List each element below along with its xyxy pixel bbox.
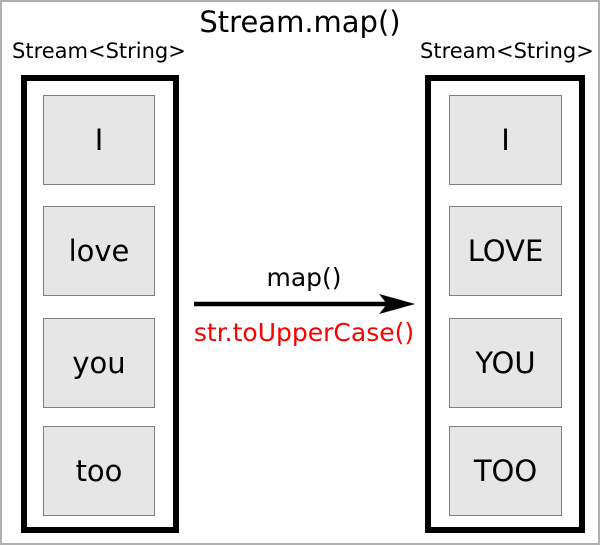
stream-element-box: too bbox=[43, 426, 155, 516]
stream-element-box: LOVE bbox=[449, 206, 562, 296]
left-stream-container: I love you too bbox=[21, 75, 179, 533]
stream-element-box: love bbox=[43, 206, 155, 296]
left-stream-type-label: Stream<String> bbox=[12, 39, 186, 63]
right-stream-type-label: Stream<String> bbox=[420, 39, 594, 63]
diagram-title: Stream.map() bbox=[199, 5, 401, 39]
stream-element-box: YOU bbox=[449, 318, 562, 408]
mapper-function-label: str.toUpperCase() bbox=[193, 318, 415, 347]
stream-element-box: TOO bbox=[449, 426, 562, 516]
stream-element-box: I bbox=[449, 95, 562, 185]
right-arrow-icon bbox=[194, 294, 415, 314]
right-stream-container: I LOVE YOU TOO bbox=[425, 75, 585, 533]
map-operation-label: map() bbox=[266, 263, 342, 292]
stream-element-box: you bbox=[43, 318, 155, 408]
stream-element-box: I bbox=[43, 95, 155, 185]
